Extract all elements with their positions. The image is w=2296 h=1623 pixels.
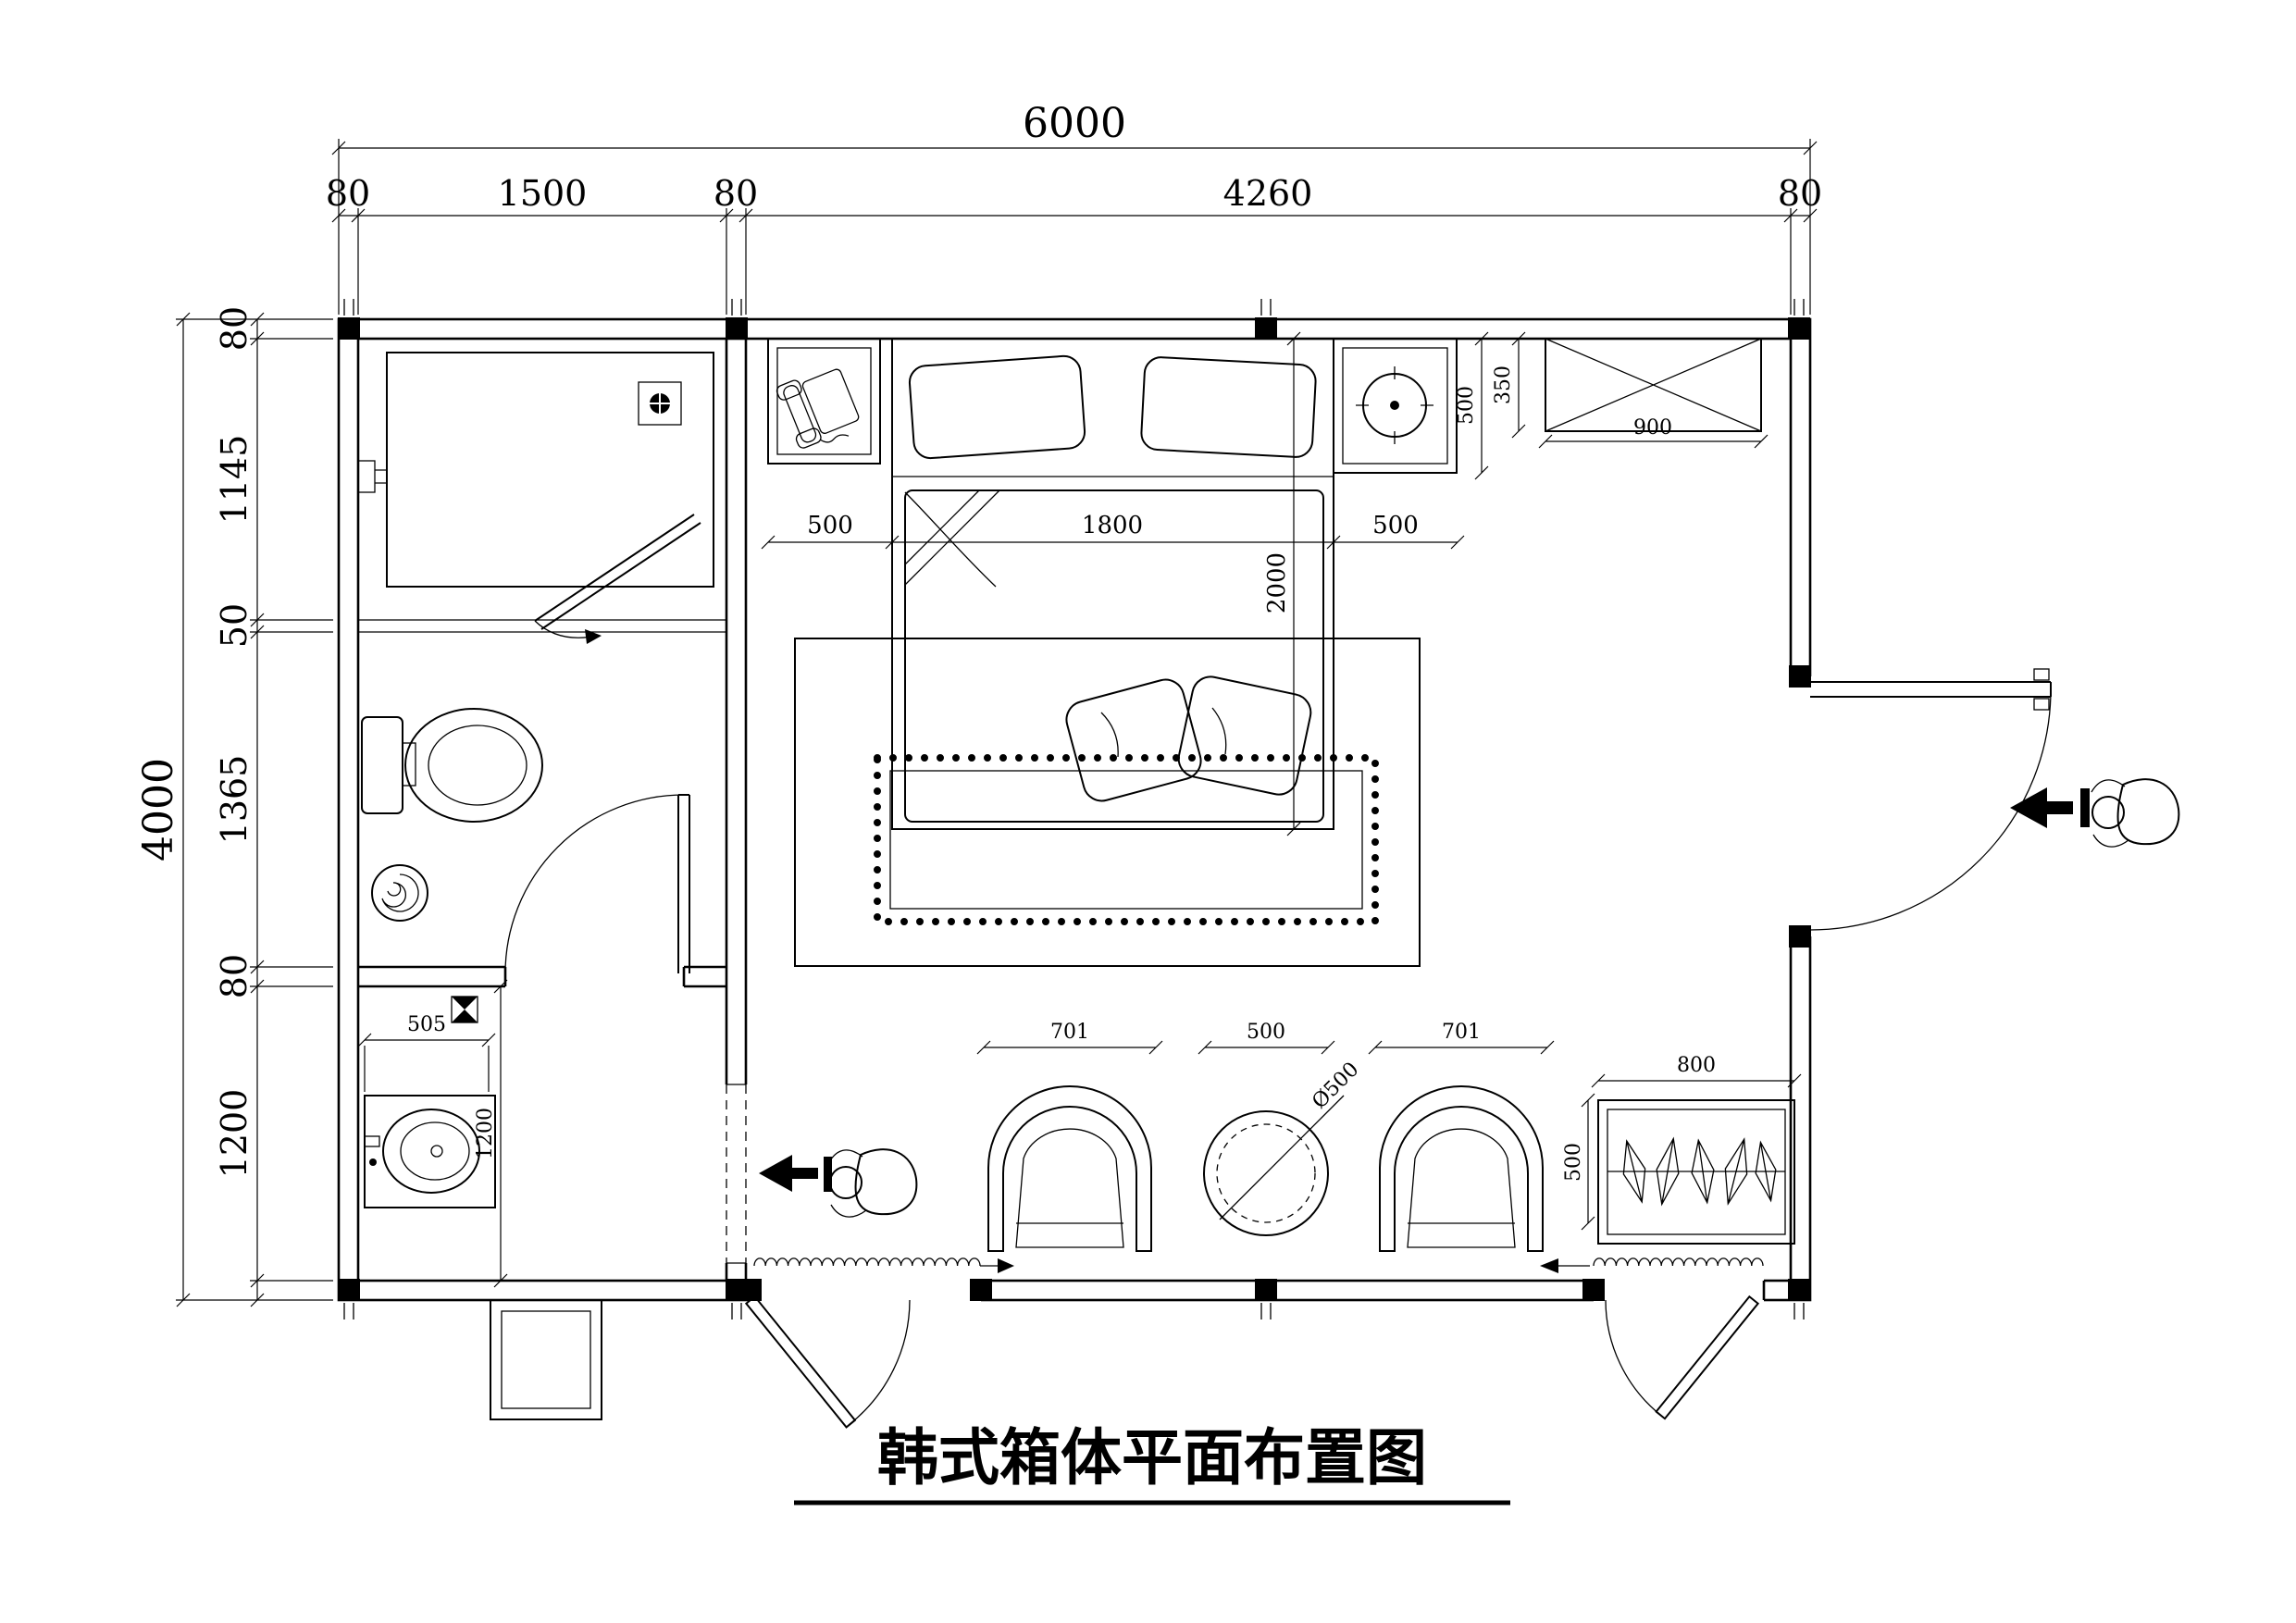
shower-base bbox=[386, 352, 714, 588]
person-figure-entry bbox=[2091, 778, 2180, 848]
cabinet bbox=[1545, 338, 1762, 432]
nightstand-right bbox=[1333, 338, 1458, 474]
bathroom: 505 1200 bbox=[357, 339, 748, 1420]
dim-bed-left-gap: 500 bbox=[807, 512, 853, 539]
round-table bbox=[1203, 1095, 1345, 1236]
cushion-right bbox=[1177, 675, 1312, 796]
inner-wall bbox=[356, 337, 1793, 1282]
nightstand-left bbox=[767, 338, 881, 465]
bedroom: 500 1800 500 2000 bbox=[744, 331, 2180, 1429]
dim-planter-width: 800 bbox=[1677, 1054, 1716, 1077]
dim-left-wall-mid: 80 bbox=[214, 954, 254, 998]
exhaust-fan-icon bbox=[638, 381, 682, 426]
double-bed bbox=[891, 338, 1334, 830]
dim-left-toilet-area: 1365 bbox=[214, 755, 254, 845]
dim-overall-height: 4000 bbox=[135, 758, 182, 861]
dim-top-bedroom: 4260 bbox=[1223, 173, 1313, 214]
dim-left-wall-top: 80 bbox=[214, 306, 254, 351]
pillow-left bbox=[908, 354, 1086, 460]
plant-leaves bbox=[1622, 1136, 1777, 1207]
walk-direction-arrow bbox=[759, 1155, 832, 1192]
telephone-icon bbox=[776, 368, 860, 449]
swing-door-bottom-left bbox=[744, 1295, 911, 1429]
sink-vanity bbox=[364, 1095, 496, 1208]
shower-door bbox=[534, 514, 701, 644]
planter-box bbox=[1597, 1099, 1795, 1245]
dim-overall-width: 6000 bbox=[1023, 100, 1126, 147]
blanket bbox=[904, 489, 1324, 823]
title-block: 韩式箱体平面布置图 bbox=[794, 1422, 1510, 1505]
ceiling-lamp-icon bbox=[1356, 366, 1433, 444]
person-figure-hall bbox=[828, 1148, 918, 1218]
entry-direction-arrow bbox=[2010, 787, 2090, 828]
dim-cabinet-width: 900 bbox=[1633, 416, 1672, 440]
exterior-step bbox=[490, 1299, 602, 1420]
drawing-title: 韩式箱体平面布置图 bbox=[877, 1422, 1427, 1493]
corner-posts bbox=[338, 299, 1811, 1319]
rug bbox=[794, 638, 1421, 967]
toilet bbox=[361, 708, 543, 823]
dim-bed-width: 1800 bbox=[1082, 512, 1143, 539]
dim-chair-right: 701 bbox=[1442, 1021, 1481, 1044]
pillow-right bbox=[1140, 356, 1317, 458]
dim-left-curb: 50 bbox=[214, 603, 254, 648]
dim-vanity-area-depth: 1200 bbox=[474, 1108, 497, 1159]
shower-curb bbox=[358, 619, 726, 633]
floor-drain-icon bbox=[451, 996, 478, 1023]
dim-left-vanity-area: 1200 bbox=[214, 1089, 254, 1179]
tub-chair-right bbox=[1379, 1085, 1544, 1252]
cushion-left bbox=[1065, 678, 1202, 802]
shower-valve bbox=[357, 460, 386, 493]
dim-table-gap: 500 bbox=[1247, 1021, 1285, 1044]
dim-top-wall-right: 80 bbox=[1778, 173, 1822, 214]
tub-chair-left bbox=[987, 1085, 1152, 1252]
dim-bed-right-gap: 500 bbox=[1372, 512, 1419, 539]
sliding-screen-right bbox=[1540, 1258, 1764, 1273]
dim-top-wall-mid: 80 bbox=[714, 173, 758, 214]
dim-vanity-width: 505 bbox=[407, 1013, 446, 1036]
dim-table-diameter: Ø500 bbox=[1308, 1058, 1363, 1113]
outer-wall bbox=[337, 317, 1812, 1302]
floor-drain-spiral bbox=[371, 864, 428, 922]
sliding-screen-left bbox=[753, 1258, 1014, 1273]
dim-top-wall-left: 80 bbox=[326, 173, 370, 214]
dim-planter-depth: 500 bbox=[1562, 1143, 1585, 1182]
building-shell bbox=[337, 299, 1813, 1319]
dim-top-bathroom: 1500 bbox=[498, 173, 588, 214]
swing-door-bottom-right bbox=[1605, 1295, 1760, 1420]
dim-bed-length: 2000 bbox=[1263, 552, 1291, 613]
bathroom-door bbox=[504, 794, 690, 974]
cased-opening bbox=[726, 1084, 747, 1263]
dimension-annotations: 6000 80 1500 80 4260 80 4000 80 1145 50 … bbox=[135, 100, 1822, 1307]
entry-door bbox=[1809, 668, 2052, 931]
dim-cabinet-depth: 350 bbox=[1492, 365, 1515, 404]
dim-chair-left: 701 bbox=[1050, 1021, 1089, 1044]
dim-left-shower: 1145 bbox=[214, 435, 254, 525]
dim-nightstand-depth: 500 bbox=[1455, 386, 1478, 425]
